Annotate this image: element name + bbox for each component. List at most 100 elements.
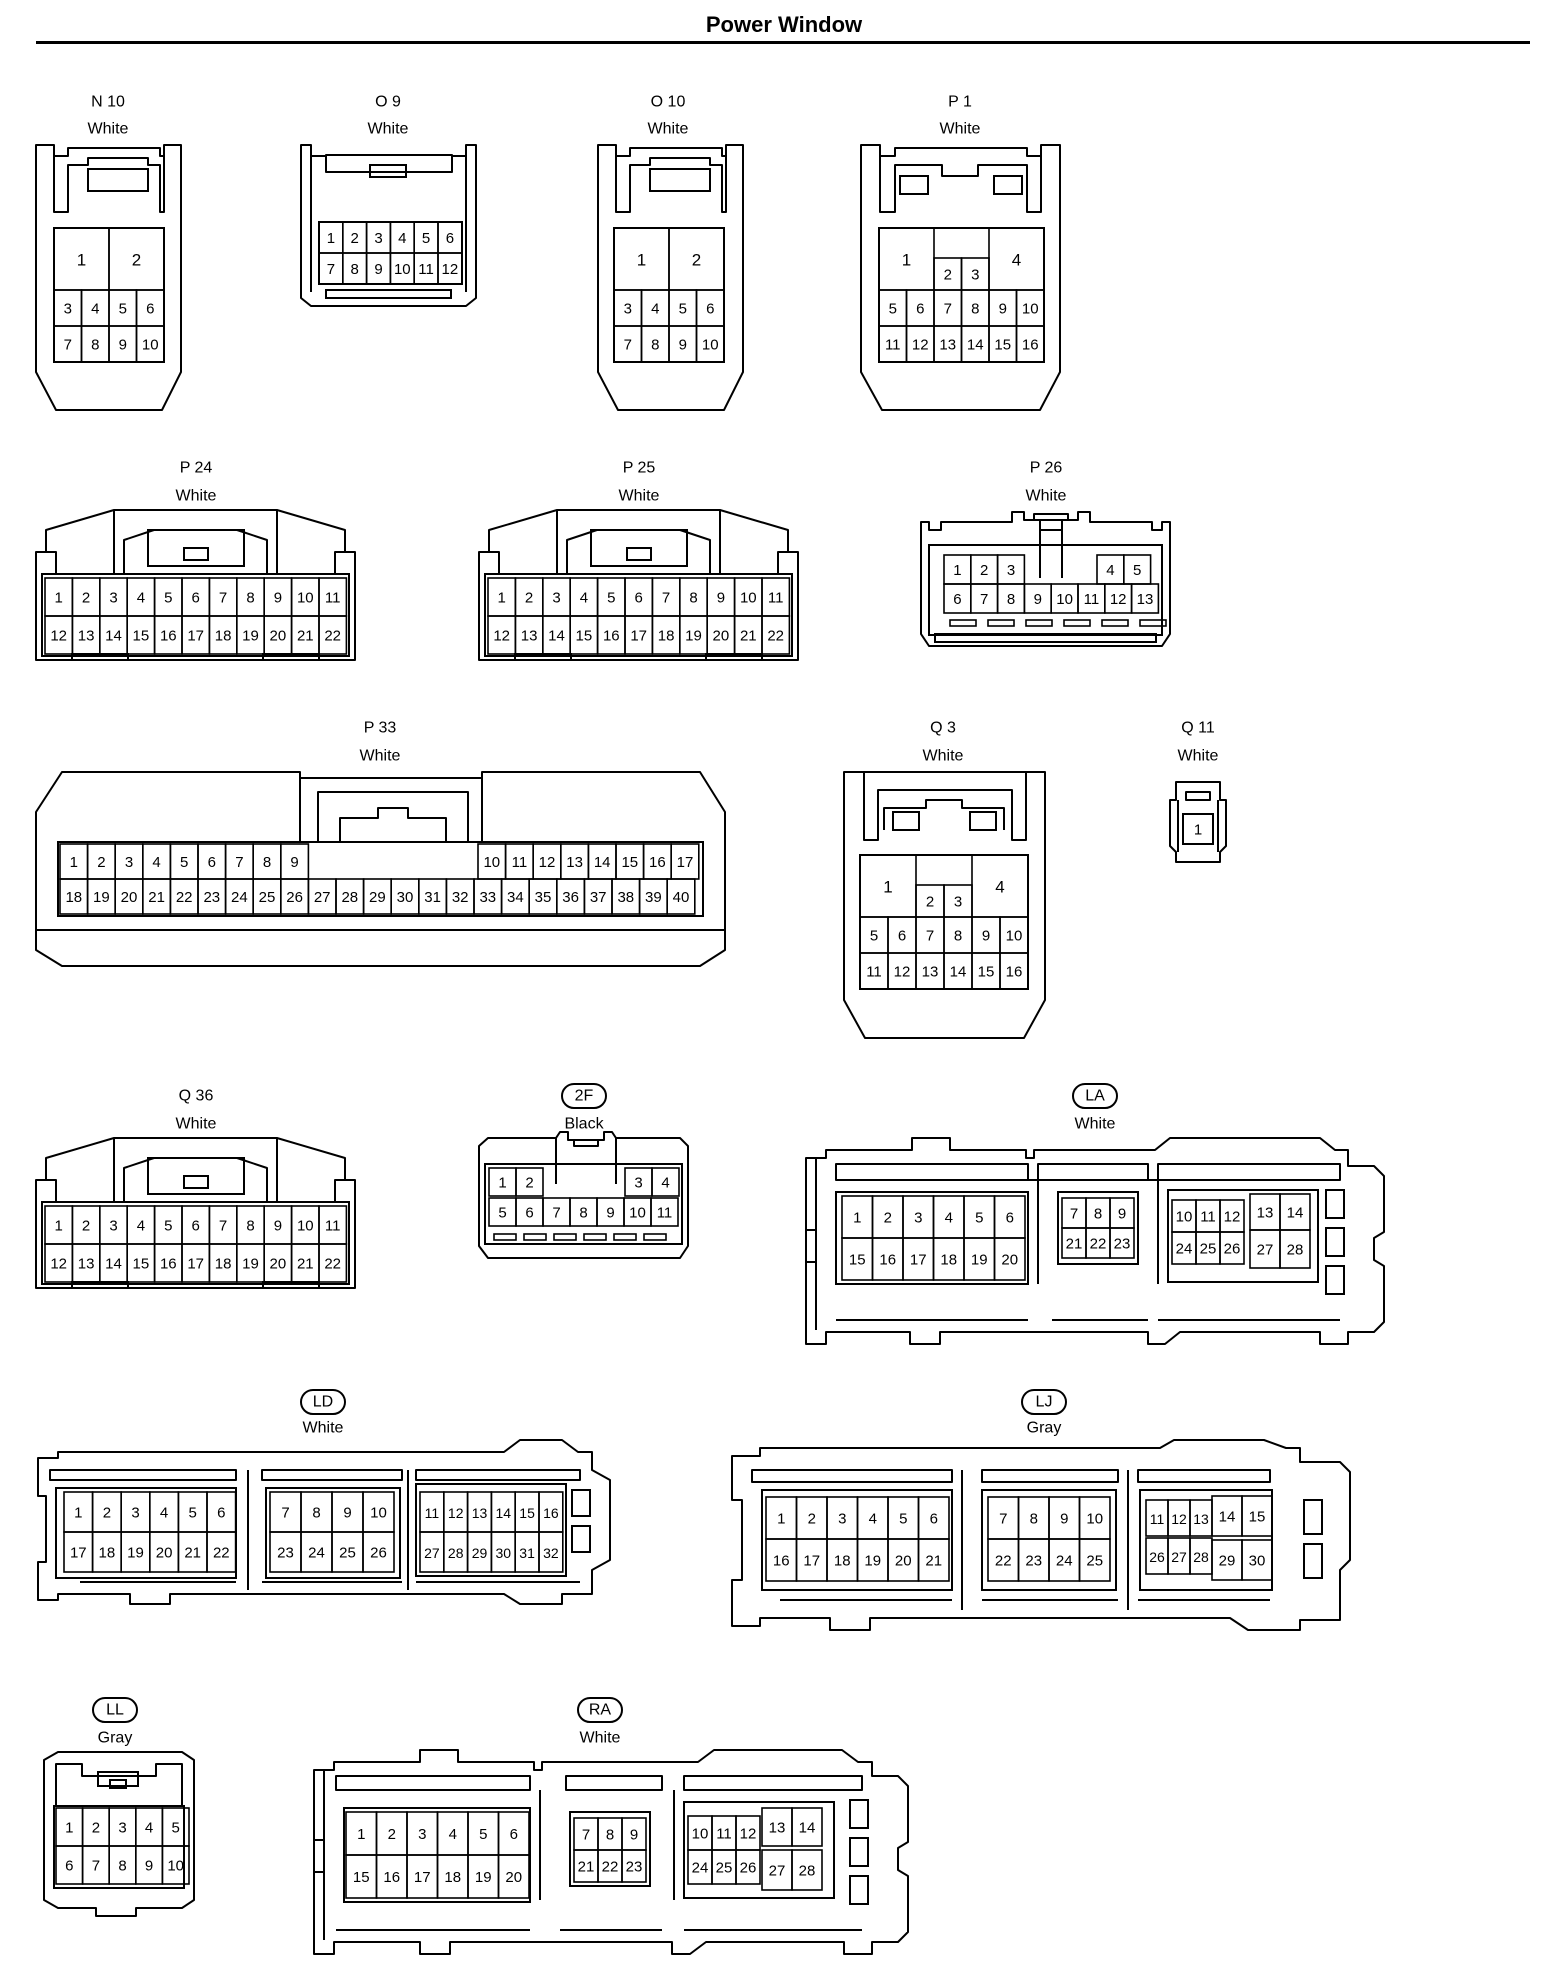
pin-number: 8	[954, 928, 962, 945]
pin-number: 7	[624, 337, 632, 354]
connector-color: White	[176, 1116, 217, 1133]
pin-cell	[1109, 1227, 1135, 1259]
connector-id-badge	[561, 1083, 607, 1109]
pin-number: 15	[1249, 1509, 1266, 1526]
housing-outline	[310, 156, 467, 292]
pin-cell	[621, 1849, 647, 1883]
connector-color: Black	[564, 1116, 604, 1133]
pin-number: 12	[740, 1826, 757, 1843]
pin-number: 4	[945, 1210, 953, 1227]
housing-line	[571, 1525, 591, 1553]
housing-outline	[555, 1138, 617, 1184]
pin-number: 9	[1034, 591, 1042, 608]
pin-number: 9	[274, 1218, 282, 1235]
pin-number: 23	[1114, 1236, 1131, 1253]
connector-id: P 25	[623, 460, 656, 477]
pin-cell	[318, 1243, 348, 1283]
pin-number: 8	[651, 337, 659, 354]
connector-id-badge	[1021, 1389, 1067, 1415]
pin-block	[981, 1489, 1117, 1591]
pin-number: 25	[1086, 1553, 1103, 1570]
pin-number: 18	[65, 889, 82, 906]
housing-outline	[863, 772, 1027, 841]
housing-outline	[43, 1751, 195, 1917]
connector-color: White	[648, 121, 689, 138]
housing-line	[262, 653, 320, 661]
housing-line	[849, 1799, 869, 1829]
pin-number: 31	[424, 889, 441, 906]
housing-outline	[478, 509, 799, 661]
housing-outline	[113, 1138, 278, 1202]
pin-number: 2	[808, 1511, 816, 1528]
pin-number: 11	[1200, 1209, 1216, 1226]
pin-number: 6	[217, 1505, 225, 1522]
pin-number: 16	[773, 1553, 790, 1570]
pin-number: 22	[995, 1553, 1012, 1570]
pin-number: 3	[634, 1175, 642, 1192]
pin-number: 14	[1287, 1205, 1304, 1222]
pin-number: 14	[594, 854, 611, 871]
housing-line	[71, 1281, 129, 1289]
housing-outline	[539, 1790, 675, 1900]
pin-number: 14	[496, 1505, 512, 1521]
pin-number: 6	[65, 1858, 73, 1875]
pin-number: 13	[472, 1505, 488, 1521]
pin-number: 17	[70, 1545, 87, 1562]
pin-number: 28	[341, 889, 358, 906]
housing-line	[626, 547, 652, 561]
pin-number: 10	[394, 261, 411, 278]
pin-number: 1	[74, 1505, 82, 1522]
pin-number: 1	[498, 1175, 506, 1192]
pin-number: 7	[999, 1511, 1007, 1528]
pin-number: 11	[512, 854, 528, 871]
pin-number: 12	[912, 337, 929, 354]
pin-number: 19	[242, 628, 259, 645]
pin-number: 5	[164, 1218, 172, 1235]
pin-number: 16	[160, 1256, 177, 1273]
pin-number: 19	[685, 628, 702, 645]
pin-number: 5	[899, 1511, 907, 1528]
pin-block	[343, 1807, 531, 1903]
pin-number: 10	[142, 337, 159, 354]
pin-number: 13	[566, 854, 583, 871]
connector-id: O 9	[375, 94, 401, 111]
pin-number: 8	[351, 261, 359, 278]
pin-number: 12	[50, 1256, 67, 1273]
pin-number: 4	[651, 301, 659, 318]
pin-number: 16	[543, 1505, 559, 1521]
pin-number: 8	[971, 301, 979, 318]
pin-number: 16	[160, 628, 177, 645]
pin-number: 29	[1219, 1553, 1236, 1570]
pin-cell	[1219, 1231, 1245, 1265]
pin-number: 14	[950, 964, 967, 981]
housing-line	[1303, 1499, 1323, 1535]
pin-cell	[1279, 1229, 1311, 1269]
pin-number: 22	[602, 1859, 619, 1876]
housing-line	[147, 1157, 245, 1195]
housing-outline	[123, 1157, 268, 1202]
pin-number: 8	[91, 337, 99, 354]
connector-color: White	[580, 1730, 621, 1747]
pin-number: 4	[145, 1820, 153, 1837]
pin-number: 1	[953, 562, 961, 579]
pin-number: 13	[1257, 1205, 1274, 1222]
pin-number: 18	[215, 1256, 232, 1273]
pin-number: 2	[82, 590, 90, 607]
pin-number: 23	[1025, 1553, 1042, 1570]
pin-number: 33	[479, 889, 496, 906]
pin-number: 8	[689, 590, 697, 607]
pin-number: 2	[980, 562, 988, 579]
pin-number: 3	[418, 1826, 426, 1843]
connector-id: Q 36	[179, 1088, 214, 1105]
latch-slot	[643, 1233, 667, 1241]
pin-number: 4	[398, 230, 406, 247]
latch-slot	[949, 619, 977, 627]
pin-number: 1	[77, 251, 86, 270]
pin-number: 27	[1171, 1549, 1187, 1565]
pin-number: 18	[215, 628, 232, 645]
pin-number: 11	[418, 261, 434, 278]
pin-number: 11	[866, 964, 882, 981]
